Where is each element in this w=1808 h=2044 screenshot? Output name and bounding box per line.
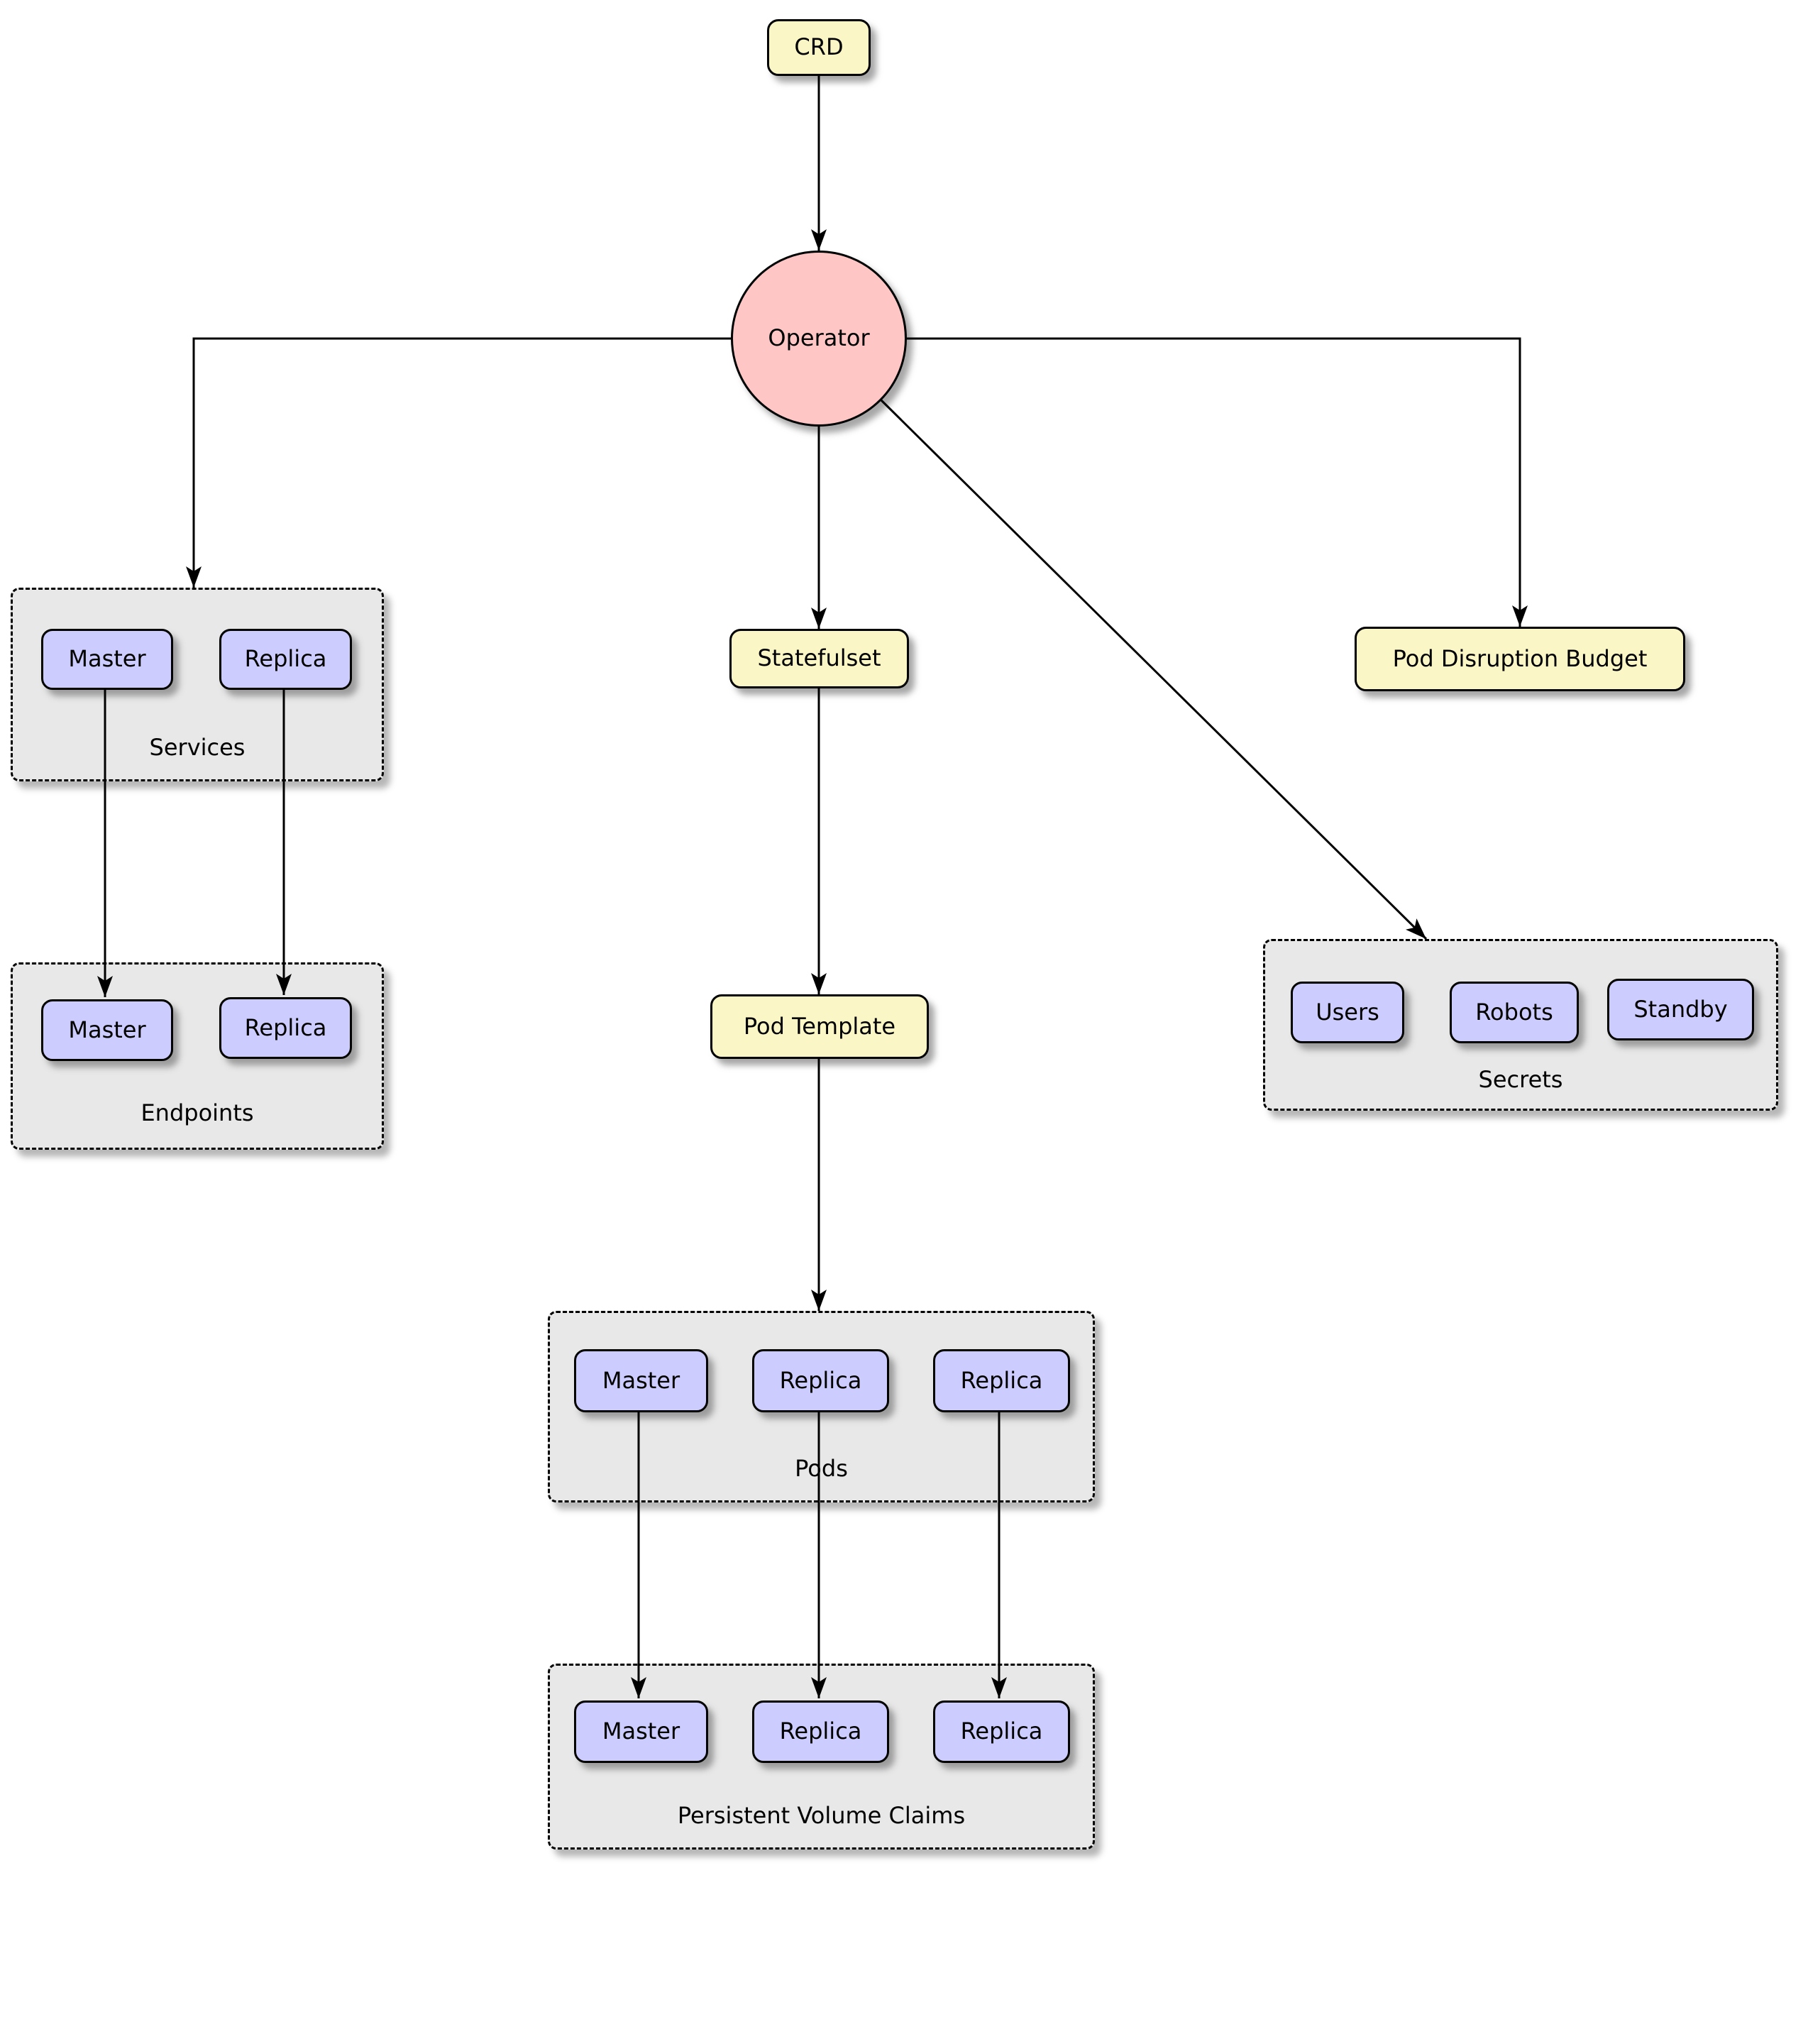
- node-secrets-users: Users: [1291, 982, 1404, 1043]
- node-secrets-standby: Standby: [1607, 979, 1754, 1040]
- node-endpoints-replica: Replica: [219, 997, 352, 1059]
- arrow-operator-pod-disruption-budget: [907, 337, 1528, 627]
- arrow-operator-secrets: [880, 399, 1428, 940]
- node-pvc-master: Master: [574, 1700, 708, 1763]
- node-pods-master: Master: [574, 1349, 708, 1412]
- node-crd: CRD: [767, 19, 871, 76]
- group-pods: Master Replica Replica Pods: [548, 1311, 1095, 1502]
- group-services: Master Replica Services: [11, 588, 384, 781]
- node-pvc-replica-2: Replica: [933, 1700, 1070, 1763]
- node-secrets-robots: Robots: [1450, 982, 1579, 1043]
- node-pod-disruption-budget: Pod Disruption Budget: [1355, 627, 1685, 691]
- group-pods-label: Pods: [795, 1455, 848, 1482]
- node-services-replica: Replica: [219, 629, 352, 690]
- group-endpoints-label: Endpoints: [140, 1099, 254, 1126]
- group-endpoints: Master Replica Endpoints: [11, 962, 384, 1150]
- arrow-operator-services: [186, 337, 731, 588]
- node-pods-replica-2: Replica: [933, 1349, 1070, 1412]
- node-operator: Operator: [731, 251, 907, 427]
- node-pods-replica-1: Replica: [752, 1349, 889, 1412]
- group-services-label: Services: [149, 734, 246, 761]
- node-statefulset: Statefulset: [729, 629, 909, 688]
- group-persistent-volume-claims: Master Replica Replica Persistent Volume…: [548, 1664, 1095, 1850]
- node-pvc-replica-1: Replica: [752, 1700, 889, 1763]
- group-persistent-volume-claims-label: Persistent Volume Claims: [677, 1802, 966, 1829]
- group-secrets-label: Secrets: [1478, 1066, 1563, 1093]
- node-services-master: Master: [41, 629, 173, 690]
- group-secrets: Users Robots Standby Secrets: [1263, 939, 1778, 1111]
- node-endpoints-master: Master: [41, 999, 173, 1061]
- node-pod-template: Pod Template: [710, 994, 929, 1059]
